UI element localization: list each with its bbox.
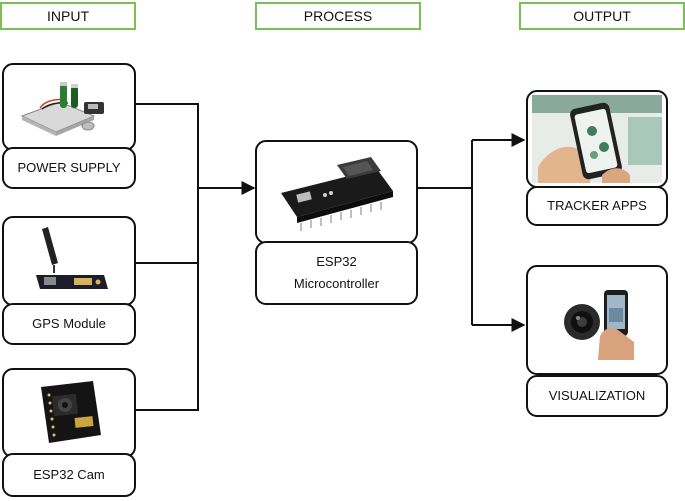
visualization-label: VISUALIZATION [548, 388, 646, 403]
process-header: PROCESS [255, 2, 421, 30]
battery-pack-icon [14, 72, 124, 142]
power-supply-label-box: POWER SUPPLY [2, 147, 136, 189]
esp32-cam-label-box: ESP32 Cam [2, 453, 136, 497]
esp32-cam-label: ESP32 Cam [33, 467, 105, 482]
output-header: OUTPUT [519, 2, 685, 30]
power-supply-image-box [2, 63, 136, 151]
esp32-label-line2: Microcontroller [293, 276, 380, 291]
process-header-label: PROCESS [303, 8, 373, 24]
esp32-image-box [255, 140, 418, 244]
esp32-board-icon [267, 147, 407, 237]
visualization-image-box [526, 265, 668, 375]
esp32-cam-icon [19, 377, 119, 449]
esp32-label-box: ESP32 Microcontroller [255, 241, 418, 305]
input-header: INPUT [0, 2, 136, 30]
gps-module-image-box [2, 216, 136, 306]
tracker-apps-label-box: TRACKER APPS [526, 186, 668, 226]
power-supply-label: POWER SUPPLY [17, 160, 121, 175]
esp32-label-line1: ESP32 [316, 254, 357, 269]
tracker-apps-label: TRACKER APPS [547, 198, 647, 213]
visualization-label-box: VISUALIZATION [526, 375, 668, 417]
gps-module-label: GPS Module [32, 316, 106, 331]
tracker-app-phone-icon [532, 95, 662, 183]
esp32-cam-image-box [2, 368, 136, 458]
camera-phone-icon [542, 280, 652, 360]
gps-module-label-box: GPS Module [2, 303, 136, 345]
input-header-label: INPUT [47, 8, 89, 24]
output-header-label: OUTPUT [573, 8, 631, 24]
tracker-apps-image-box [526, 90, 668, 188]
gps-module-icon [14, 225, 124, 297]
